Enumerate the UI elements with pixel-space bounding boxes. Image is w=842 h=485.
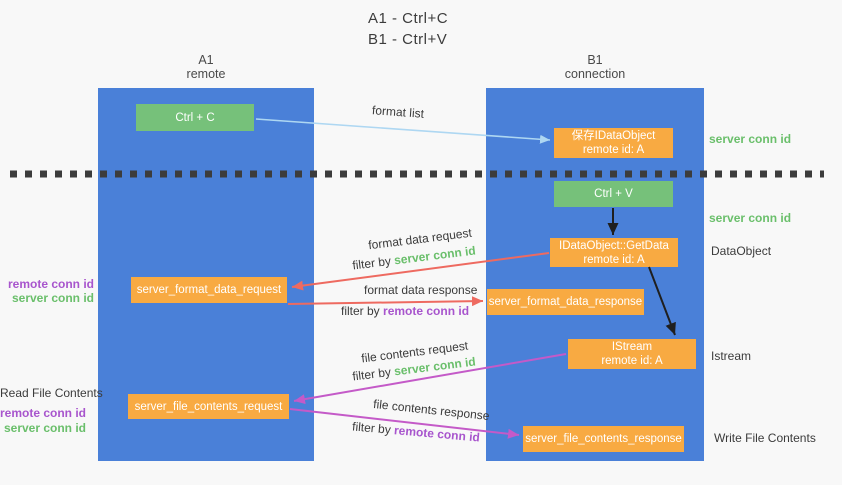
right-column-subtitle: connection <box>564 67 626 81</box>
ctrl-v-node: Ctrl + V <box>554 181 673 207</box>
read-file-contents-label: Read File Contents <box>0 386 103 400</box>
left-column-subtitle: remote <box>186 67 226 81</box>
format-data-response-label: format data response <box>364 283 478 297</box>
remote-conn-id-text: remote conn id <box>393 423 481 445</box>
format-list-label: format list <box>371 103 425 121</box>
left-server-conn-id-label-1: server conn id <box>11 291 94 305</box>
server-format-data-request-node: server_format_data_request <box>131 277 287 303</box>
left-column-name: A1 <box>198 53 214 67</box>
getdata-node: IDataObject::GetData remote id: A <box>550 238 678 267</box>
title-line-1: A1 - Ctrl+C <box>368 10 449 27</box>
right-server-conn-id-label-1: server conn id <box>709 132 792 146</box>
format-response-filter-label: filter by remote conn id <box>341 304 470 318</box>
dataobject-label: DataObject <box>711 244 772 258</box>
right-server-conn-id-label-2: server conn id <box>709 211 792 225</box>
istream-node: IStream remote id: A <box>568 339 696 369</box>
remote-conn-id-text: remote conn id <box>383 304 470 318</box>
left-remote-conn-id-label-1: remote conn id <box>7 277 94 291</box>
file-response-filter-label: filter by remote conn id <box>351 419 481 445</box>
left-server-conn-id-label-2: server conn id <box>3 421 86 435</box>
istream-label: Istream <box>711 349 752 363</box>
diagram-title: A1 - Ctrl+C B1 - Ctrl+V <box>368 8 448 50</box>
server-file-contents-request-node: server_file_contents_request <box>128 394 289 419</box>
left-remote-conn-id-label-2: remote conn id <box>0 406 87 420</box>
server-file-contents-response-node: server_file_contents_response <box>523 426 684 452</box>
server-format-data-response-node: server_format_data_response <box>487 289 644 315</box>
right-column-name: B1 <box>587 53 603 67</box>
ctrl-c-node: Ctrl + C <box>136 104 254 131</box>
write-file-contents-label: Write File Contents <box>714 431 816 445</box>
save-dataobject-node: 保存IDataObject remote id: A <box>554 128 673 158</box>
right-column-header: B1 connection <box>486 53 704 81</box>
left-column-header: A1 remote <box>98 53 314 81</box>
file-contents-response-label: file contents response <box>372 396 491 424</box>
title-line-2: B1 - Ctrl+V <box>368 31 448 48</box>
